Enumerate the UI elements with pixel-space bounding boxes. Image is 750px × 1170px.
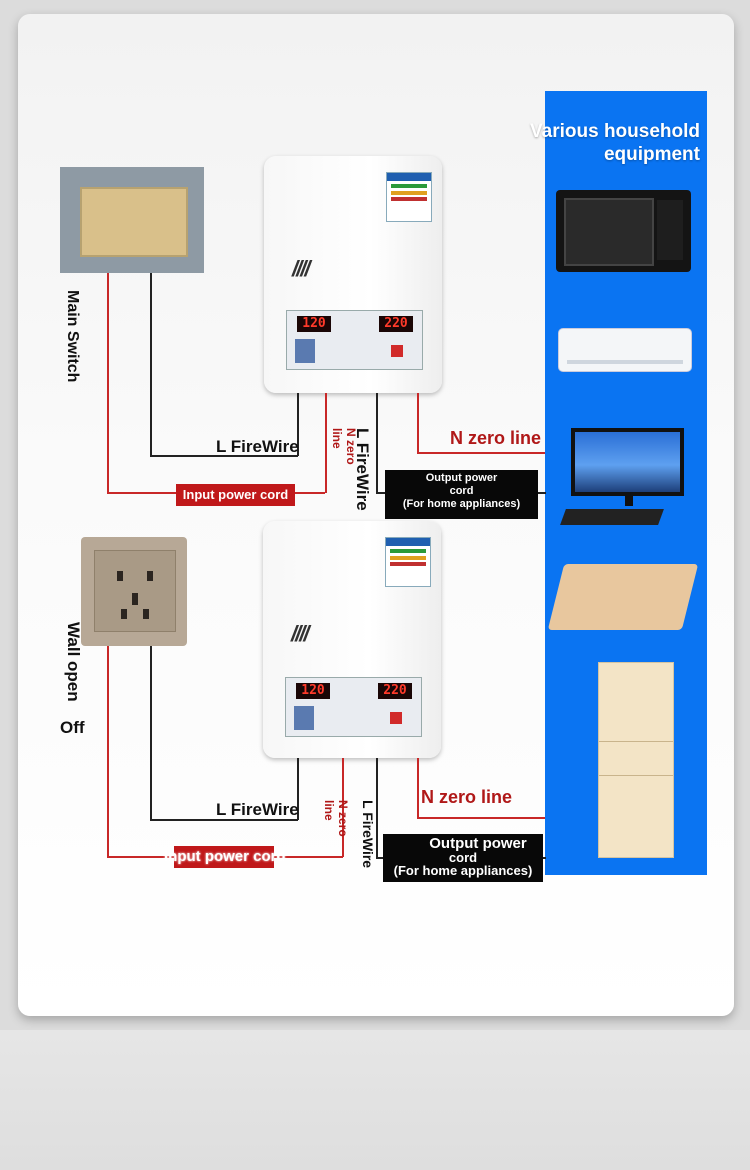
- input-power-cord-label: Input power cord: [164, 846, 286, 868]
- wire: [417, 758, 419, 818]
- air-conditioner-image: [558, 328, 692, 372]
- spec-label: [386, 172, 432, 222]
- microwave-image: [556, 190, 691, 272]
- wire: [376, 393, 378, 493]
- output-power-cord-label: Output power cord (For home appliances): [383, 834, 543, 882]
- n-zero-vertical-label: N zero line: [330, 428, 358, 465]
- wire: [107, 646, 109, 857]
- wire: [297, 758, 299, 820]
- laptop-image: [547, 564, 699, 630]
- n-zero-vertical-label: N zero line: [322, 800, 350, 837]
- wall-socket-image: [81, 537, 187, 646]
- l-firewire-vertical-label: L FireWire: [353, 428, 372, 511]
- voltage-regulator-bottom: //// 120 220: [263, 521, 441, 758]
- refrigerator-image: [598, 662, 674, 858]
- wall-open-label: Wall open: [64, 622, 83, 702]
- wire: [417, 452, 545, 454]
- main-switch-label: Main Switch: [64, 290, 81, 383]
- l-firewire-label: L FireWire: [216, 800, 299, 819]
- l-firewire-vertical-label: L FireWire: [360, 800, 376, 869]
- wire: [417, 393, 419, 453]
- spec-label: [385, 537, 431, 587]
- wire: [107, 273, 109, 493]
- output-voltage-display: 220: [379, 316, 413, 332]
- n-zero-line-label: N zero line: [421, 787, 513, 807]
- wire: [150, 819, 298, 821]
- wire: [150, 273, 152, 456]
- n-zero-line-label: N zero line: [450, 428, 542, 448]
- main-switch-image: [60, 167, 204, 273]
- wire: [376, 758, 378, 858]
- input-voltage-display: 120: [296, 683, 330, 699]
- power-button: [390, 712, 402, 724]
- input-voltage-display: 120: [297, 316, 331, 332]
- wire: [417, 817, 545, 819]
- monitor-stand: [625, 496, 633, 506]
- wire: [342, 758, 344, 857]
- output-voltage-display: 220: [378, 683, 412, 699]
- power-button: [391, 345, 403, 357]
- page-footer-bg: [0, 1030, 750, 1170]
- keyboard-image: [560, 509, 664, 525]
- monitor-image: [571, 428, 684, 496]
- wire: [150, 646, 152, 820]
- wire: [325, 393, 327, 493]
- voltage-regulator-top: //// 120 220: [264, 156, 442, 393]
- off-label: Off: [60, 718, 85, 737]
- wire: [297, 393, 299, 456]
- wire: [150, 455, 298, 457]
- equipment-panel-title: Various household equipment: [530, 121, 700, 165]
- l-firewire-label: L FireWire: [216, 437, 299, 456]
- input-power-cord-label: Input power cord: [176, 484, 295, 506]
